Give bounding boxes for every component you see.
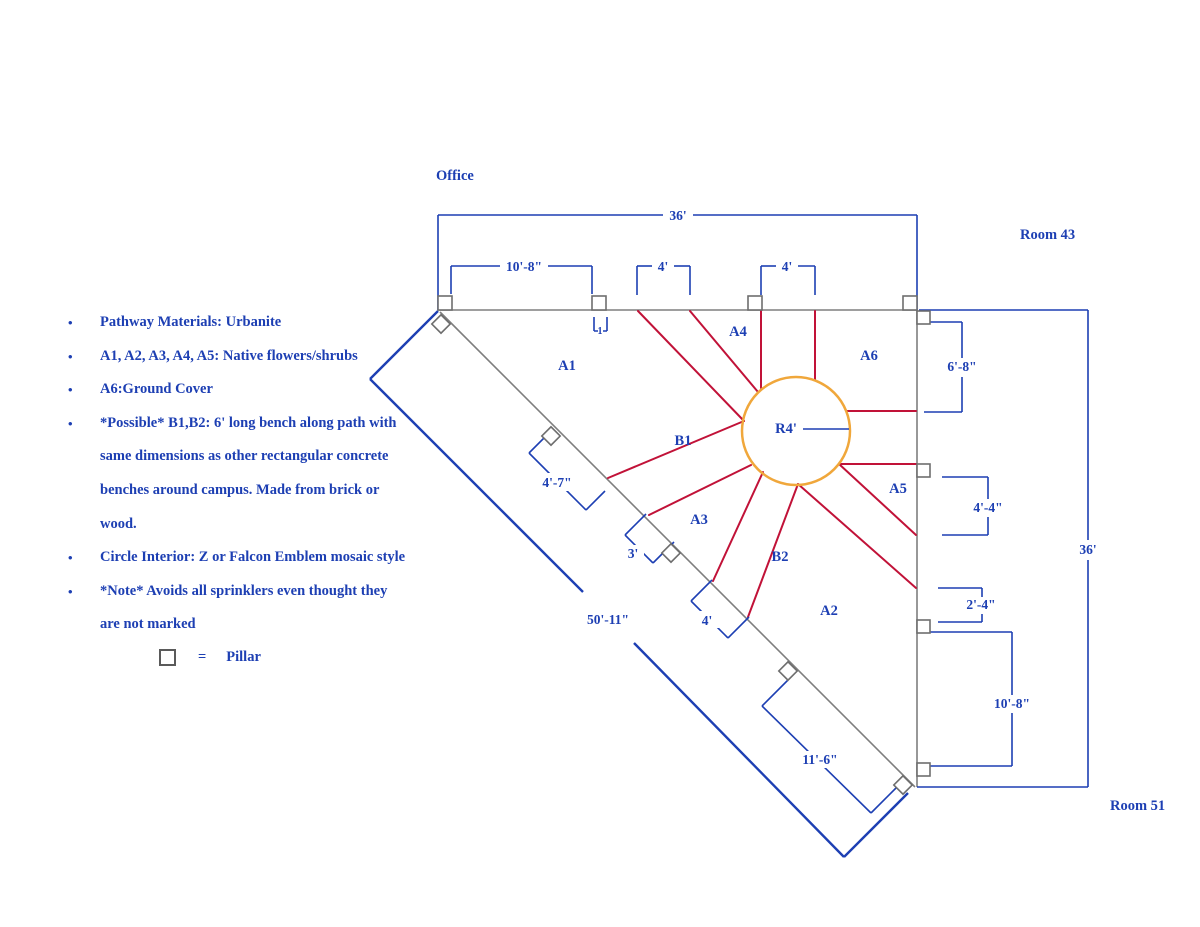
dim-diag-4-7 bbox=[528, 433, 606, 511]
bullet-icon: • bbox=[68, 348, 73, 364]
dim-right-4-4 bbox=[942, 476, 989, 536]
note-sprinklers: • *Note* Avoids all sprinklers even thou… bbox=[68, 575, 428, 642]
label-backgrounds bbox=[536, 420, 845, 768]
pathway-edges bbox=[607, 310, 917, 618]
pillar-top-2 bbox=[591, 295, 607, 311]
dim-right-6-8-label: 6'-8" bbox=[947, 359, 976, 374]
boundary-bottom-corner bbox=[843, 792, 909, 858]
pillar-right-3 bbox=[916, 619, 931, 634]
pillar-diag-1 bbox=[430, 313, 452, 335]
note-line: Pathway Materials: Urbanite bbox=[100, 314, 282, 330]
path-b2-left bbox=[712, 471, 764, 582]
note-benches: • *Possible* B1,B2: 6' long bench along … bbox=[68, 407, 428, 541]
bullet-icon: • bbox=[68, 583, 73, 599]
path-b2-right bbox=[747, 483, 799, 618]
bullet-icon: • bbox=[68, 550, 73, 566]
pillar-top-4 bbox=[902, 295, 918, 311]
pillars bbox=[430, 295, 931, 796]
dim-top-10-8 bbox=[450, 265, 593, 294]
area-a5-label: A5 bbox=[889, 481, 907, 497]
outer-boundary bbox=[369, 310, 909, 858]
room51-label: Room 51 bbox=[1110, 798, 1165, 814]
bullet-icon: • bbox=[68, 315, 73, 330]
pillar-right-2 bbox=[916, 463, 931, 478]
dim-pillar-1-label: 1 bbox=[598, 326, 603, 337]
area-a3-label: A3 bbox=[690, 512, 708, 528]
pillar-right-1 bbox=[916, 310, 931, 325]
path-a5-a2-bottom bbox=[797, 483, 917, 589]
path-a5-a2-top bbox=[838, 463, 917, 536]
path-b1-label: B1 bbox=[675, 433, 692, 449]
mosaic-circle bbox=[740, 375, 852, 487]
area-a1-label: A1 bbox=[558, 358, 576, 374]
bullet-icon: • bbox=[68, 382, 73, 398]
area-a6-label: A6 bbox=[860, 348, 878, 364]
circle-radius-label: R4' bbox=[775, 421, 797, 437]
dim-top-4a bbox=[636, 265, 691, 295]
note-circle-interior: • Circle Interior: Z or Falcon Emblem mo… bbox=[68, 541, 428, 575]
pillar-right-4 bbox=[916, 762, 931, 777]
dim-right-4-4-label: 4'-4" bbox=[973, 500, 1002, 515]
note-line: same dimensions as other rectangular con… bbox=[100, 448, 389, 465]
room43-label: Room 43 bbox=[1020, 227, 1075, 243]
area-a2-label: A2 bbox=[820, 603, 838, 619]
dim-right-2-4 bbox=[938, 587, 983, 623]
labels: Office Room 43 Room 51 A1 A4 A6 B1 A3 B2… bbox=[436, 168, 1165, 814]
dim-diag-3-label: 3' bbox=[628, 546, 639, 561]
pillar-top-1 bbox=[437, 295, 453, 311]
pillar-diag-2 bbox=[540, 425, 562, 447]
note-line: are not marked bbox=[100, 616, 196, 633]
dim-top-4b-label: 4' bbox=[782, 259, 793, 274]
dim-diag-11-6-label: 11'-6" bbox=[802, 752, 837, 767]
notes-list: • Pathway Materials: Urbanite • A1, A2, … bbox=[68, 306, 428, 642]
office-label: Office bbox=[436, 168, 474, 184]
note-line: A1, A2, A3, A4, A5: Native flowers/shrub… bbox=[100, 347, 358, 364]
pillar-square-icon bbox=[159, 649, 176, 666]
dim-pillar-1ft bbox=[593, 317, 608, 332]
pillar-diag-4 bbox=[777, 660, 799, 682]
note-line: *Note* Avoids all sprinklers even though… bbox=[100, 582, 388, 599]
path-a1-a4-left bbox=[637, 310, 745, 422]
boundary-top-left bbox=[369, 310, 439, 380]
note-areas-flowers: • A1, A2, A3, A4, A5: Native flowers/shr… bbox=[68, 340, 428, 374]
dim-diag-4-7-label: 4'-7" bbox=[542, 475, 571, 490]
dim-diag-4-label: 4' bbox=[702, 613, 713, 628]
path-b1-lower bbox=[648, 464, 752, 516]
note-ground-cover: • A6:Ground Cover bbox=[68, 373, 428, 407]
dim-top-36-label: 36' bbox=[669, 208, 686, 223]
path-a1-a4-right bbox=[689, 310, 759, 393]
legend-row: = Pillar bbox=[159, 649, 261, 666]
dim-top-10-8-label: 10'-8" bbox=[506, 259, 542, 274]
dim-right-10-8 bbox=[928, 631, 1013, 767]
bullet-icon: • bbox=[68, 415, 73, 431]
dim-right-36-label: 36' bbox=[1079, 542, 1096, 557]
note-line: benches around campus. Made from brick o… bbox=[100, 481, 380, 498]
dim-top-4a-label: 4' bbox=[658, 259, 669, 274]
note-pathway-materials: • Pathway Materials: Urbanite bbox=[68, 306, 428, 340]
note-line: *Possible* B1,B2: 6' long bench along pa… bbox=[100, 414, 397, 431]
dim-top-4b bbox=[760, 265, 816, 295]
dim-diag-4 bbox=[690, 579, 750, 639]
dim-top-36 bbox=[437, 214, 918, 310]
dim-diag-50-11-label: 50'-11" bbox=[587, 612, 629, 627]
path-b2-label: B2 bbox=[772, 549, 789, 565]
building-walls bbox=[438, 309, 918, 788]
legend-pillar-label: Pillar bbox=[226, 649, 261, 665]
pillar-diag-5 bbox=[892, 774, 914, 796]
pillar-top-3 bbox=[747, 295, 763, 311]
dim-right-36 bbox=[917, 309, 1089, 788]
note-line: A6:Ground Cover bbox=[100, 381, 213, 398]
note-line: Circle Interior: Z or Falcon Emblem mosa… bbox=[100, 549, 406, 566]
dim-right-2-4-label: 2'-4" bbox=[966, 597, 995, 612]
dim-right-10-8-label: 10'-8" bbox=[994, 696, 1030, 711]
note-line: wood. bbox=[100, 515, 137, 532]
boundary-diagonal-lower bbox=[633, 642, 845, 858]
legend-equals: = bbox=[198, 649, 207, 665]
area-a4-label: A4 bbox=[729, 324, 747, 340]
path-b1-upper bbox=[607, 420, 745, 479]
pillar-diag-3 bbox=[660, 542, 682, 564]
boundary-diagonal-upper bbox=[369, 378, 584, 593]
